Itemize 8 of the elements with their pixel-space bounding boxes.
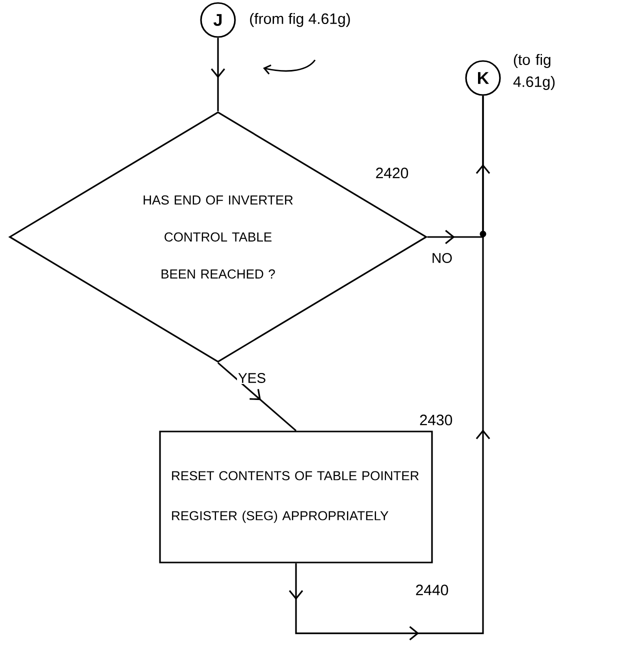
step-number: 2430 xyxy=(420,414,452,426)
reference-note: (to fig 4.61g) xyxy=(513,54,555,90)
reference-note: (from fig 4.61g) xyxy=(250,13,350,27)
edge-label: NO xyxy=(432,253,452,263)
process-box: RESET CONTENTS OF TABLE POINTER REGISTER (SEG) APPROPRIATELY xyxy=(159,430,433,564)
step-number: 2420 xyxy=(376,168,408,178)
step-number: 2440 xyxy=(416,584,448,596)
edge-label: YES xyxy=(238,373,266,383)
